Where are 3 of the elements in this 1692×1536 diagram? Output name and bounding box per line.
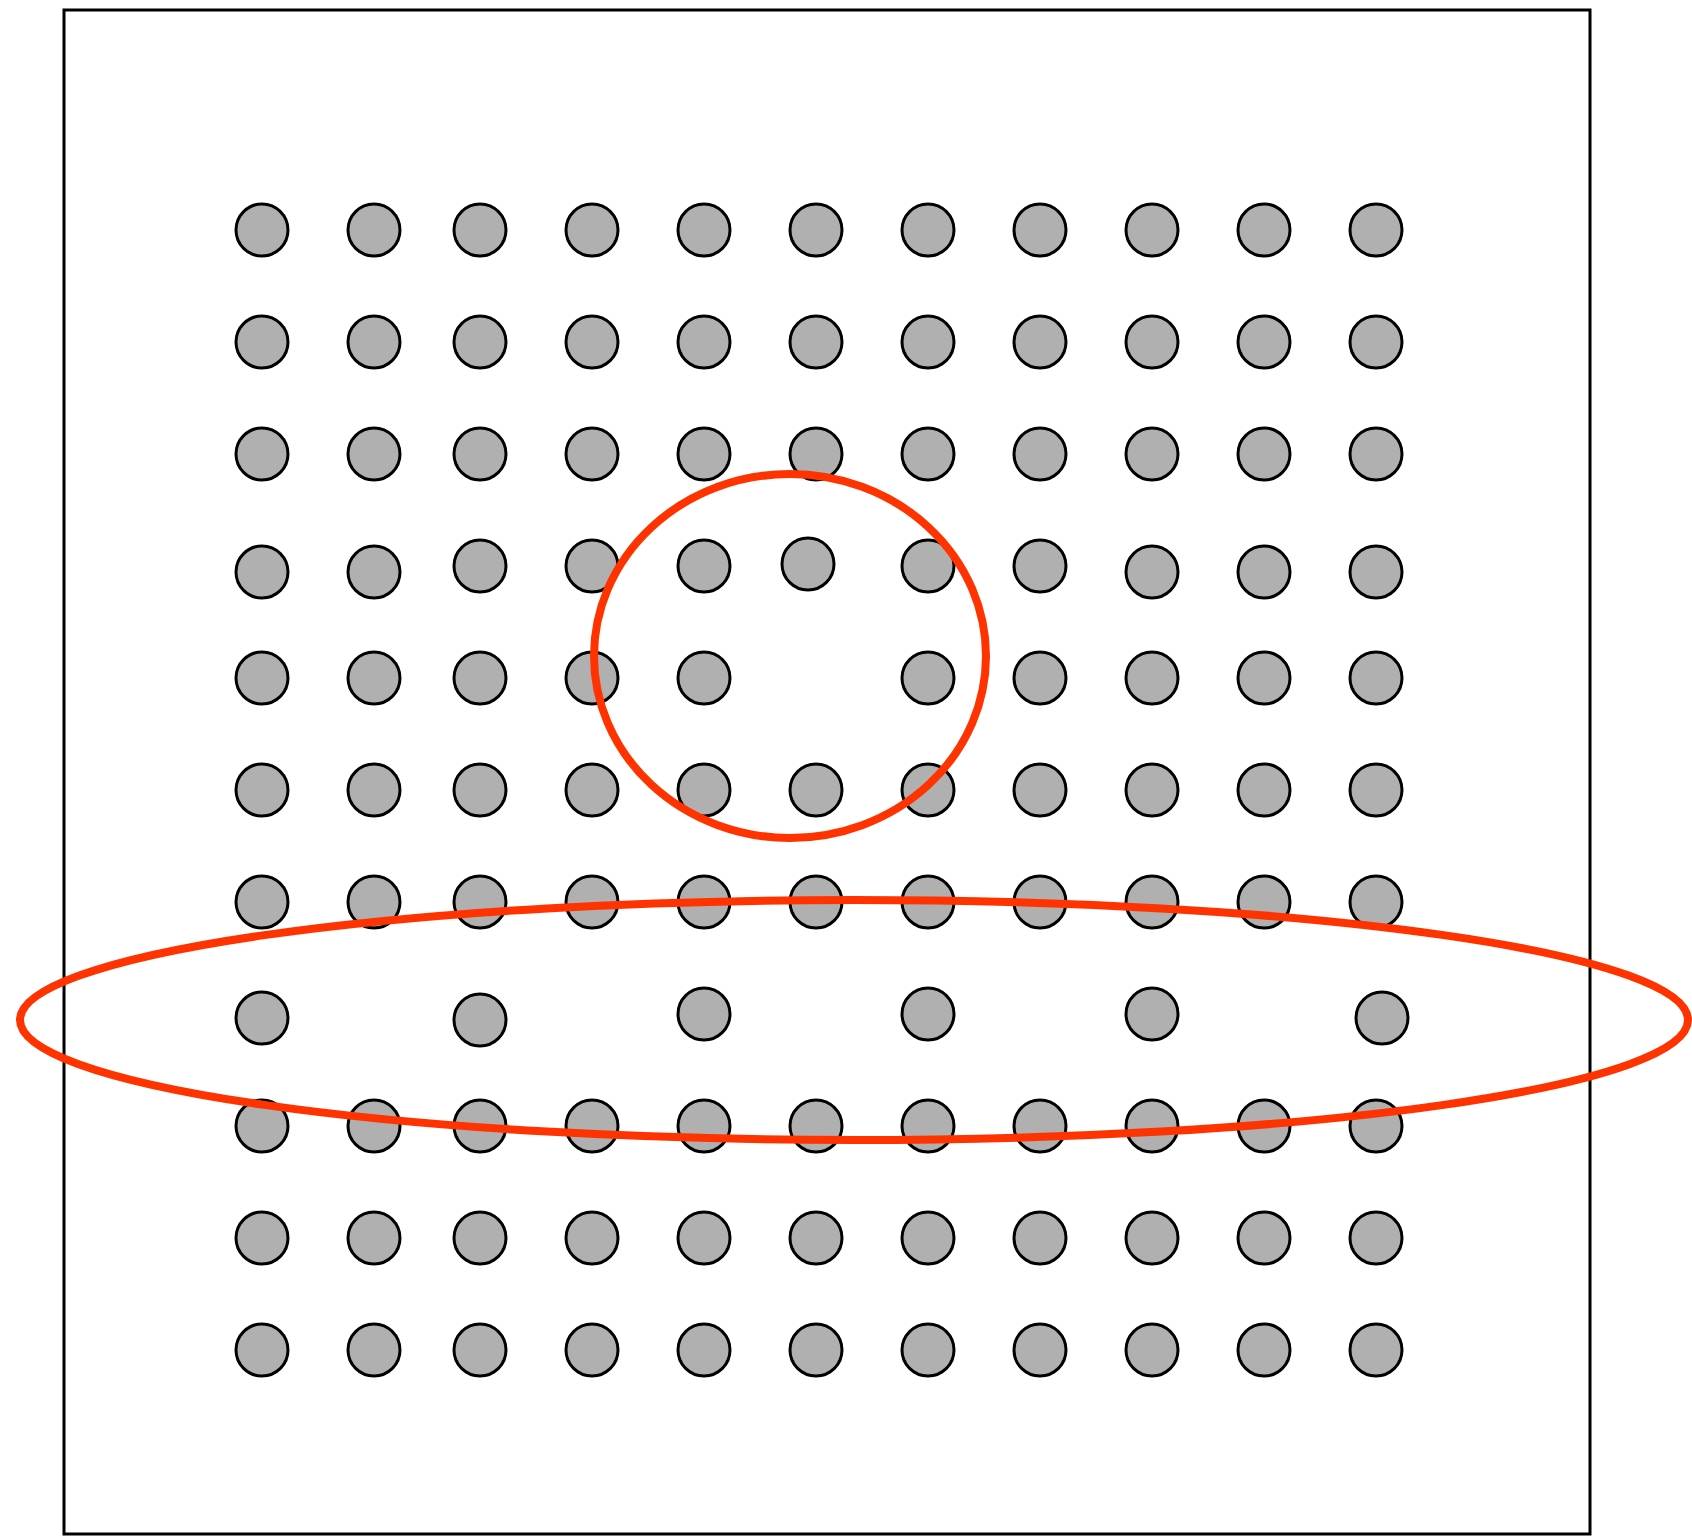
- highlight-ellipse: [16, 896, 1692, 1144]
- highlight-circle: [590, 470, 990, 842]
- frame-border: [62, 8, 1592, 1536]
